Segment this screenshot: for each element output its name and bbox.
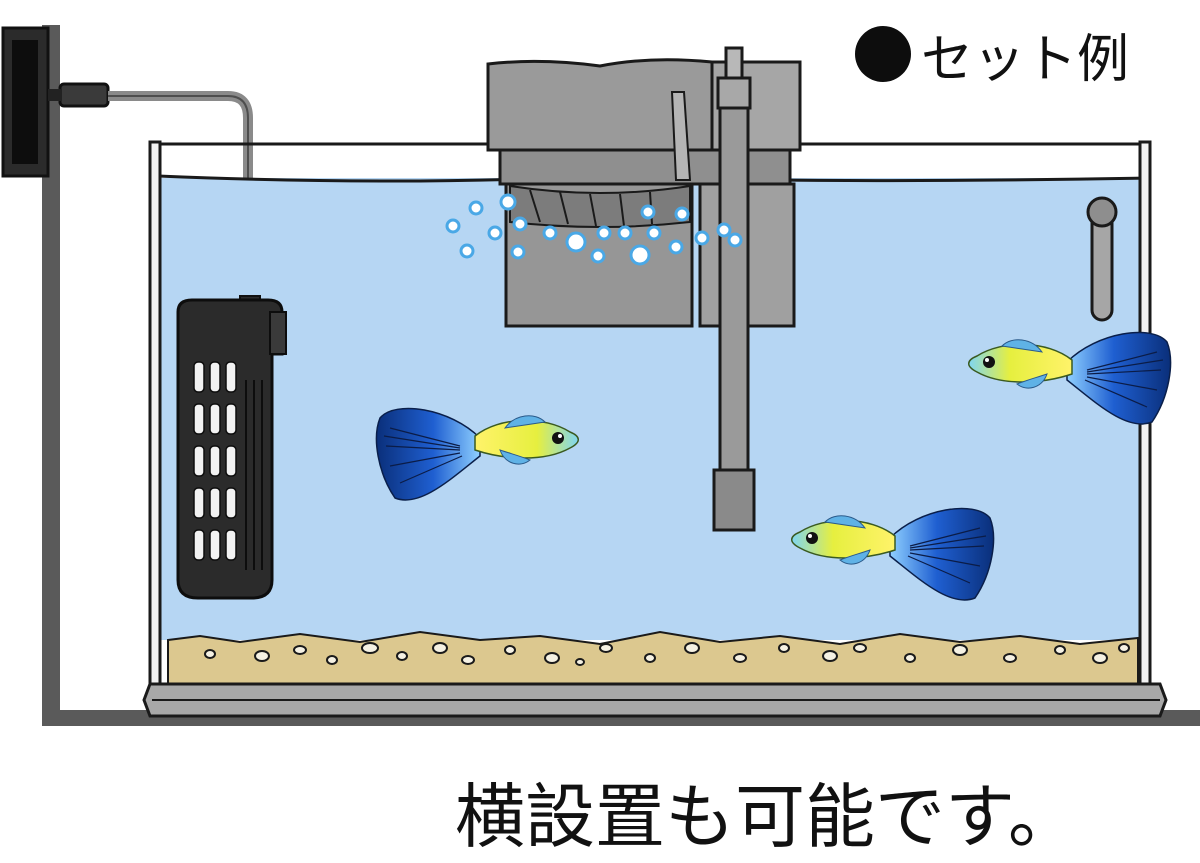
power-outlet bbox=[1, 26, 50, 178]
thermometer-icon bbox=[1086, 196, 1118, 322]
horizontal-install-note: 横設置も可能です。 bbox=[455, 776, 1078, 858]
heater-icon bbox=[176, 295, 287, 600]
air-bubbles bbox=[445, 193, 743, 266]
filter-icon bbox=[486, 46, 802, 532]
set-example-title: セット例 bbox=[855, 14, 1129, 94]
black-circle-icon bbox=[855, 26, 911, 82]
set-example-label: セット例 bbox=[921, 29, 1130, 90]
